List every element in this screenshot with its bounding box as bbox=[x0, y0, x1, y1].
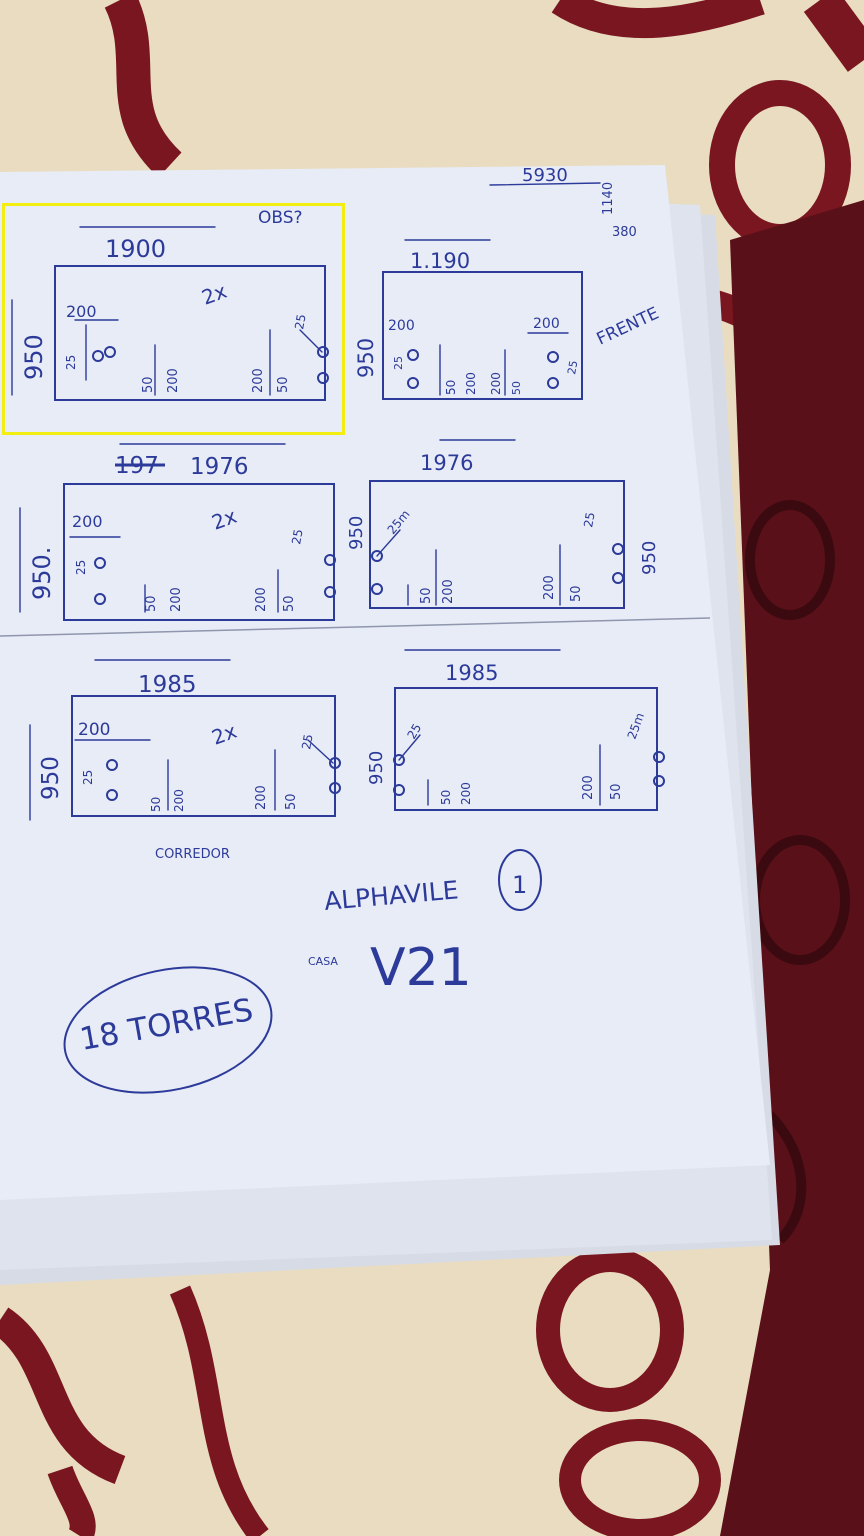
panel-1-dim-b: 50 bbox=[141, 376, 156, 393]
unit-label: V21 bbox=[370, 938, 472, 998]
panel-3-width-struck: 197 bbox=[115, 453, 159, 479]
panel-3-height: 950. bbox=[28, 547, 56, 600]
panel-6-hinge-left: 25 bbox=[404, 721, 424, 741]
panel-6-height: 950 bbox=[366, 751, 387, 785]
panel-1-dim-a: 25 bbox=[64, 355, 78, 370]
panel-4-drawing bbox=[369, 439, 625, 609]
total-width-label: 5930 bbox=[522, 165, 568, 186]
panel-1-dim-d: 200 bbox=[251, 368, 266, 393]
panel-1-dim-e: 50 bbox=[276, 376, 291, 393]
panel-2-dim-b: 50 bbox=[444, 380, 458, 395]
panel-2-dim-f: 25 bbox=[565, 359, 580, 375]
panel-5-dim-c: 200 bbox=[172, 789, 186, 812]
panel-3-hinge: 25 bbox=[289, 528, 305, 545]
panel-3-dim-d: 200 bbox=[254, 587, 269, 612]
paper-fold-line bbox=[0, 617, 711, 637]
corridor-label: CORREDOR bbox=[155, 847, 230, 862]
project-number-circle bbox=[498, 849, 542, 911]
panel-2-dim-a: 25 bbox=[392, 356, 405, 370]
panel-1-drawing bbox=[11, 226, 329, 401]
panel-4-dim-d: 50 bbox=[569, 585, 584, 602]
panel-2-dim-d: 200 bbox=[489, 372, 503, 395]
panel-6-outline bbox=[394, 687, 658, 811]
side-a-label: 1140 bbox=[601, 182, 616, 215]
panel-1-hinge: 25 bbox=[292, 313, 308, 330]
panel-5-height: 950 bbox=[38, 756, 64, 800]
obs-note: OBS? bbox=[258, 208, 303, 228]
panel-4-width: 1976 bbox=[420, 451, 473, 475]
panel-4-height-left: 950 bbox=[346, 516, 367, 550]
panel-3-dim-a: 25 bbox=[74, 560, 88, 575]
panel-6-dim-a: 50 bbox=[439, 790, 453, 805]
project-number: 1 bbox=[512, 871, 527, 899]
panel-4-dim-a: 50 bbox=[419, 587, 434, 604]
panel-6-drawing bbox=[393, 649, 665, 811]
panel-2-dim-c: 200 bbox=[464, 372, 478, 395]
panel-2-height: 950 bbox=[354, 338, 378, 378]
panel-3-dim-b: 50 bbox=[144, 595, 159, 612]
panel-2-top-dim-right: 200 bbox=[533, 316, 560, 332]
selection-highlight-box bbox=[2, 203, 345, 435]
panel-5-dim-b: 50 bbox=[149, 797, 163, 812]
panel-1-dim-c: 200 bbox=[166, 368, 181, 393]
panel-3-width: 1976 bbox=[190, 454, 249, 480]
panel-5-dim-d: 200 bbox=[254, 785, 269, 810]
panel-5-drawing bbox=[29, 659, 341, 821]
panel-1-top-dim: 200 bbox=[66, 302, 97, 321]
panel-3-dim-c: 200 bbox=[169, 587, 184, 612]
panel-1-height: 950 bbox=[20, 334, 48, 380]
panel-3-top-dim: 200 bbox=[72, 512, 103, 531]
towers-circle bbox=[63, 966, 273, 1094]
panel-4-height-right: 950 bbox=[639, 541, 660, 575]
panel-3-drawing bbox=[19, 443, 336, 621]
paper-front-sheet bbox=[0, 165, 770, 1200]
panel-5-width: 1985 bbox=[138, 672, 197, 698]
panel-2-drawing bbox=[382, 239, 583, 400]
panel-2-width: 1.190 bbox=[410, 249, 470, 273]
panel-4-dim-b: 200 bbox=[441, 579, 456, 604]
panel-5-dim-e: 50 bbox=[284, 793, 299, 810]
panel-4-hinge-right: 25 bbox=[581, 511, 597, 528]
panel-2-dim-e: 50 bbox=[510, 381, 523, 395]
panel-5-outline bbox=[71, 695, 336, 817]
panel-5-hinge: 25 bbox=[299, 733, 315, 750]
panel-5-top-dim: 200 bbox=[78, 720, 110, 740]
panel-3-dim-e: 50 bbox=[282, 595, 297, 612]
panel-5-dim-a: 25 bbox=[81, 770, 95, 785]
panel-4-outline bbox=[369, 480, 625, 609]
panel-6-dim-c: 200 bbox=[581, 775, 596, 800]
panel-4-dim-c: 200 bbox=[542, 575, 557, 600]
panel-1-width: 1900 bbox=[105, 235, 166, 263]
panel-6-width: 1985 bbox=[445, 661, 498, 685]
panel-3-outline bbox=[63, 483, 335, 621]
panel-2-outline bbox=[382, 271, 583, 400]
panel-2-top-dim-left: 200 bbox=[388, 318, 415, 334]
side-b-label: 380 bbox=[612, 225, 637, 240]
panel-1-outline bbox=[54, 265, 326, 401]
panel-6-dim-d: 50 bbox=[609, 783, 624, 800]
casa-label: CASA bbox=[308, 955, 338, 968]
panel-6-dim-b: 200 bbox=[459, 782, 473, 805]
